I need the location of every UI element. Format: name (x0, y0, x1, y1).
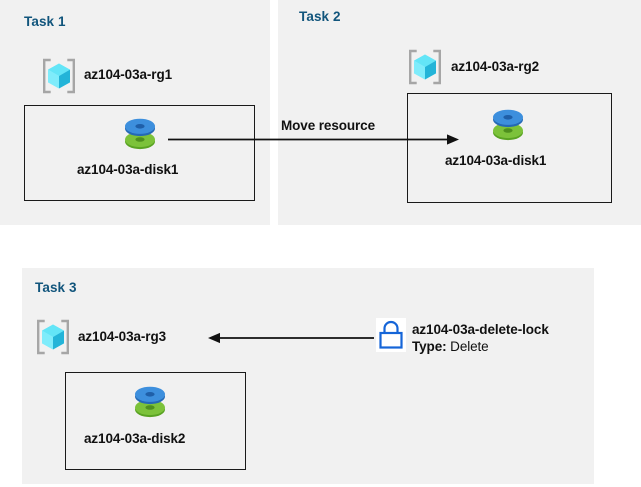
task-3-resource-group-label: az104-03a-rg3 (78, 329, 167, 344)
task-1-resource-group-label: az104-03a-rg1 (84, 67, 173, 82)
managed-disk-icon (119, 113, 161, 157)
resource-group-icon (40, 57, 78, 95)
task-3-resource-label: az104-03a-disk2 (84, 431, 186, 446)
managed-disk-icon (487, 104, 529, 148)
task-1-resource-box (24, 105, 255, 201)
resource-group-icon (406, 48, 444, 86)
lock-scope-arrow (208, 332, 374, 344)
task-2-resource-box (407, 93, 612, 203)
padlock-icon (376, 318, 406, 352)
task-2-resource-group-label: az104-03a-rg2 (451, 59, 540, 74)
task-3-title: Task 3 (35, 280, 77, 295)
move-resource-arrow (168, 134, 459, 145)
task-3-resource-box (65, 372, 246, 470)
task-2-panel: Task 2 az104-03a-rg2 az104-0 (278, 0, 641, 225)
task-3-panel: Task 3 az104-03a-rg3 az104-0 (22, 268, 594, 484)
resource-group-icon (34, 318, 72, 356)
task-2-resource-label: az104-03a-disk1 (445, 153, 547, 168)
managed-disk-icon (129, 381, 171, 425)
lock-type-value: Delete (450, 339, 489, 354)
task-3-lock-type: Type: Delete (412, 339, 489, 354)
move-resource-arrow-label: Move resource (281, 118, 375, 133)
task-2-title: Task 2 (299, 9, 341, 24)
task-3-lock-label: az104-03a-delete-lock (412, 322, 549, 337)
task-1-resource-label: az104-03a-disk1 (77, 162, 179, 177)
task-1-title: Task 1 (24, 14, 66, 29)
task-1-panel: Task 1 az104-03a-rg1 az104-0 (0, 0, 270, 225)
lock-type-key: Type: (412, 339, 447, 354)
